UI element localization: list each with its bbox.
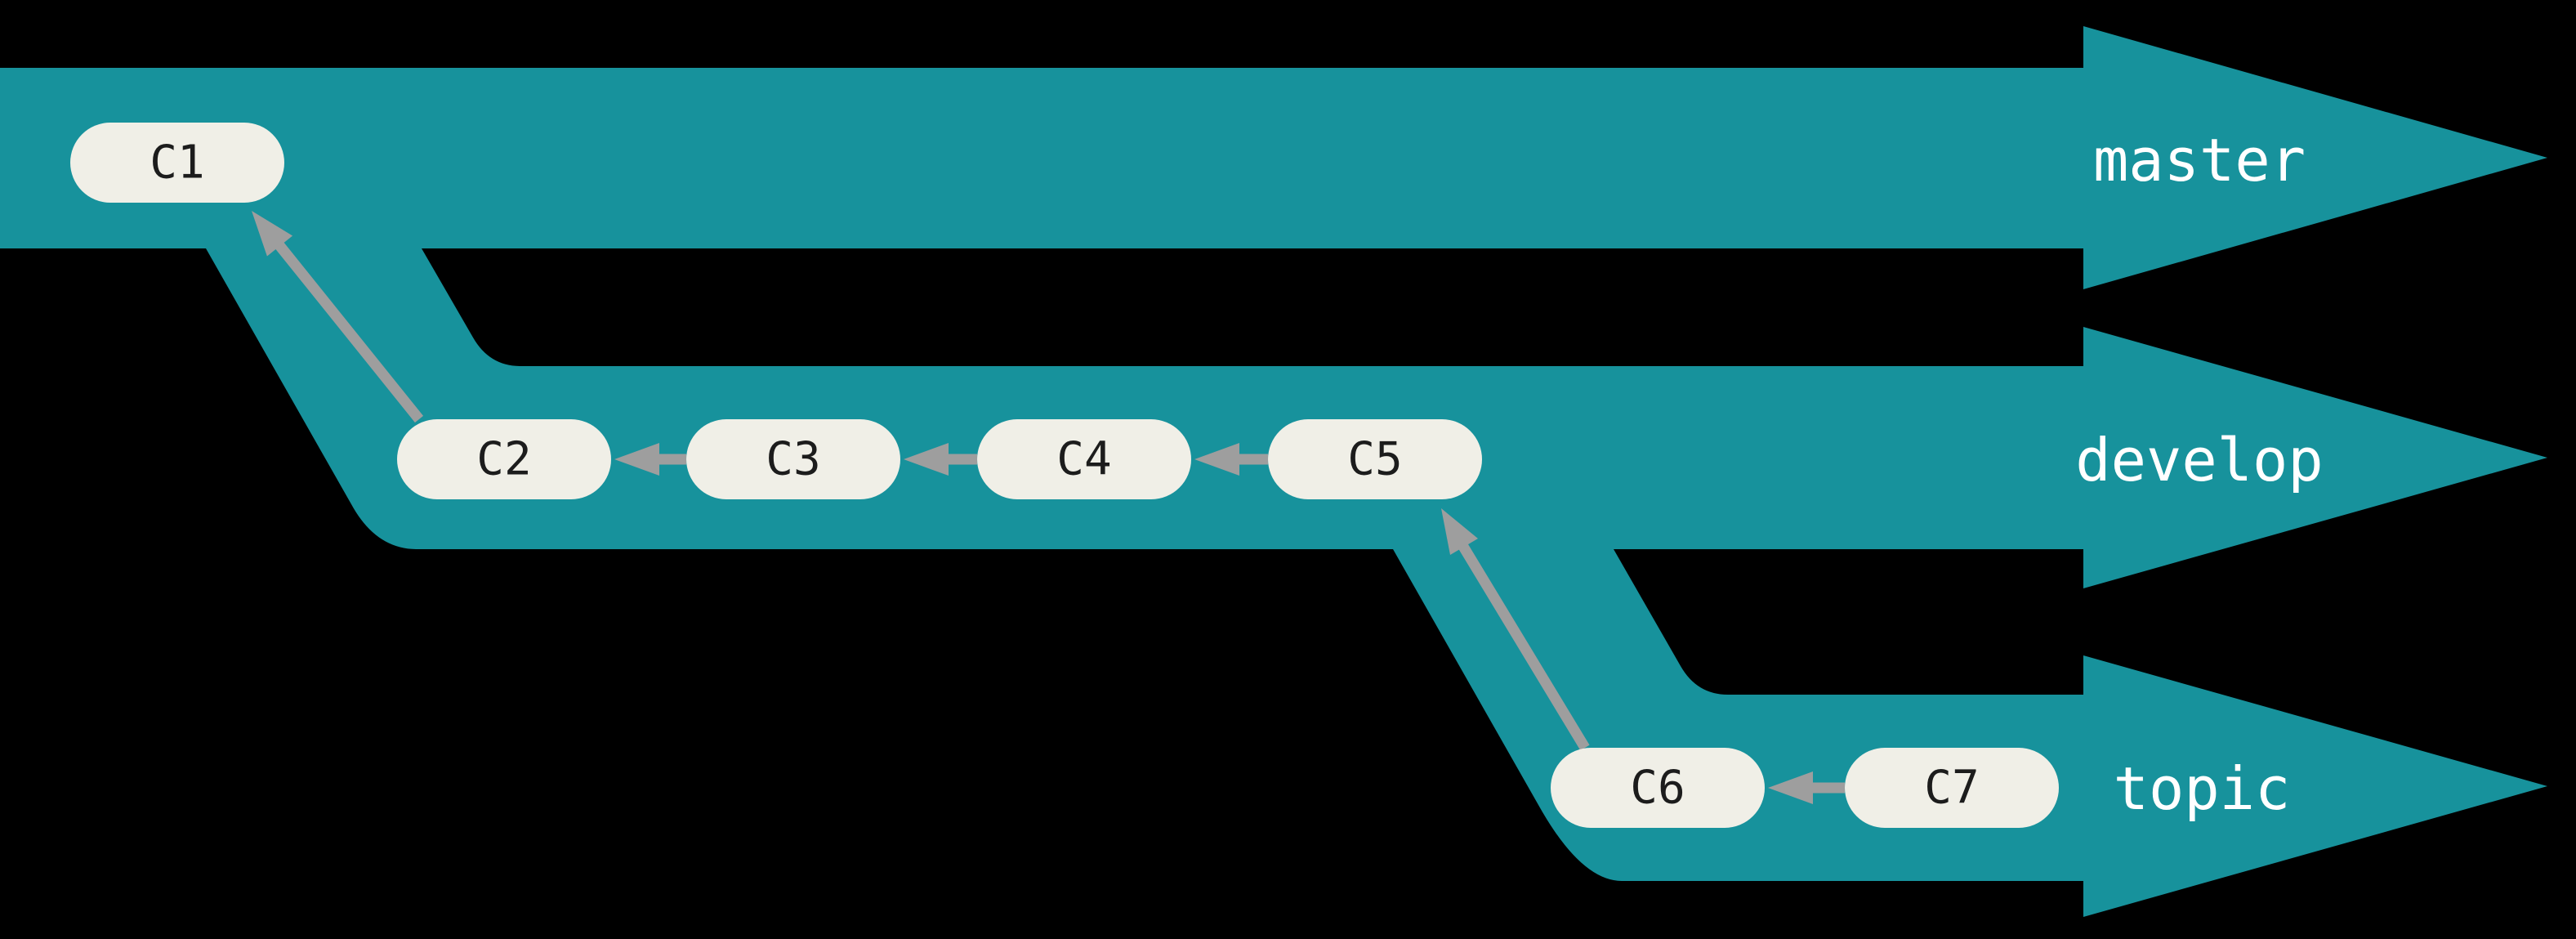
commit-label: C2: [476, 433, 531, 486]
arrow-head: [1768, 771, 1813, 804]
arrow-shaft: [274, 240, 424, 423]
arrow-head: [614, 443, 659, 476]
arrow-head: [1194, 443, 1239, 476]
commit-label: C5: [1347, 433, 1402, 486]
commit-label: C7: [1924, 762, 1979, 815]
master-lane-band: [0, 26, 2547, 289]
commit-pill: [70, 123, 284, 203]
branch-label-topic: topic: [2114, 754, 2291, 823]
arrow-c4-to-c3: [904, 443, 977, 476]
branch-label-master: master: [2093, 126, 2306, 195]
commit-label: C1: [150, 136, 204, 190]
branch-labels: master develop topic: [2075, 126, 2323, 823]
commit-node-c3: C3: [686, 419, 900, 499]
arrow-head: [1441, 508, 1478, 555]
commit-node-c5: C5: [1268, 419, 1482, 499]
commit-pill: [977, 419, 1191, 499]
commit-node-c1: C1: [70, 123, 284, 203]
arrow-c2-to-c1: [252, 211, 424, 423]
arrow-head: [252, 211, 293, 257]
commit-node-c6: C6: [1551, 748, 1765, 828]
commit-nodes: C1 C2 C3 C4 C5 C6: [70, 123, 2059, 828]
commit-node-c4: C4: [977, 419, 1191, 499]
commit-label: C4: [1056, 433, 1111, 486]
commit-pill: [1551, 748, 1765, 828]
commit-pill: [686, 419, 900, 499]
arrow-c7-to-c6: [1768, 771, 1845, 804]
arrow-shaft: [1458, 542, 1590, 751]
commit-pill: [397, 419, 611, 499]
develop-lane-band: [206, 248, 2547, 588]
arrow-c3-to-c2: [614, 443, 686, 476]
arrow-c5-to-c4: [1194, 443, 1268, 476]
branch-label-develop: develop: [2075, 426, 2323, 494]
commit-arrows: [252, 211, 1845, 804]
commit-pill: [1268, 419, 1482, 499]
commit-node-c7: C7: [1845, 748, 2059, 828]
arrow-head: [904, 443, 949, 476]
commit-label: C6: [1630, 762, 1685, 815]
commit-label: C3: [766, 433, 820, 486]
commit-node-c2: C2: [397, 419, 611, 499]
arrow-c6-to-c5: [1441, 508, 1590, 751]
commit-pill: [1845, 748, 2059, 828]
